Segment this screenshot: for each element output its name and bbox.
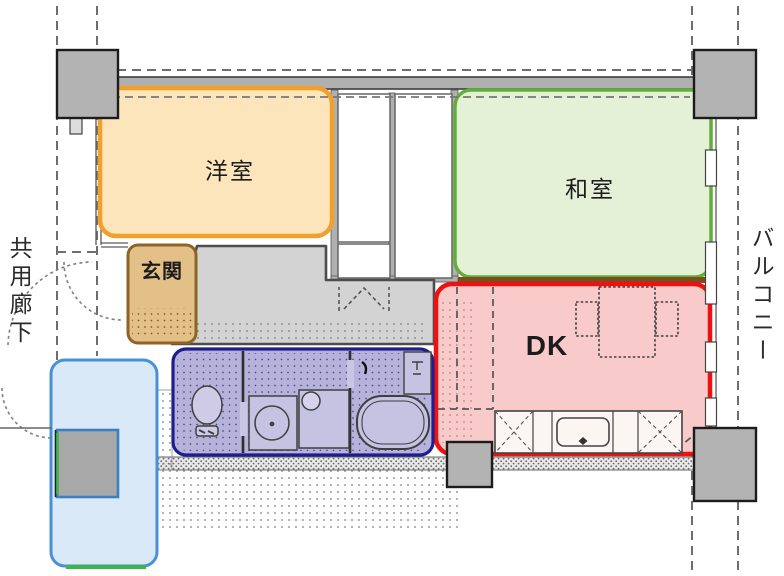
door-gap bbox=[240, 402, 247, 436]
pillar-stub bbox=[69, 117, 83, 135]
pillar bbox=[692, 426, 758, 503]
range-unit-icon bbox=[494, 410, 683, 454]
kitchen-counter bbox=[494, 410, 683, 454]
western-room-area bbox=[97, 85, 335, 239]
window-sash bbox=[704, 341, 718, 373]
elevator-shaft bbox=[54, 428, 120, 499]
chair-icon bbox=[655, 301, 679, 337]
kitchen-sink-icon bbox=[556, 417, 610, 447]
door-swing-arc-icon bbox=[1, 387, 53, 439]
chair-icon bbox=[575, 301, 599, 337]
washer-pan-icon bbox=[298, 389, 350, 449]
pillar bbox=[445, 440, 494, 489]
dining-table-icon bbox=[575, 286, 679, 358]
window-sash bbox=[704, 149, 718, 187]
entrance-area bbox=[126, 243, 198, 345]
ground-stipple bbox=[155, 470, 458, 533]
folding-door-icon bbox=[338, 286, 390, 311]
window-sash bbox=[704, 397, 718, 427]
pillars bbox=[55, 48, 758, 503]
window-sash bbox=[704, 241, 718, 305]
closets bbox=[337, 93, 453, 279]
washbasin-icon bbox=[248, 395, 298, 451]
dining-kitchen-area bbox=[433, 281, 713, 457]
elevator-hall bbox=[49, 358, 159, 569]
door-gap bbox=[347, 360, 354, 388]
door-swing-arc-icon bbox=[7, 261, 93, 346]
vanity-icon bbox=[403, 351, 432, 395]
balcony-label: バルコニー bbox=[748, 226, 775, 366]
pillar bbox=[55, 48, 120, 120]
closet-left bbox=[337, 93, 391, 243]
bathroom-block bbox=[171, 347, 435, 457]
tatami-edge bbox=[458, 277, 708, 283]
toilet-icon bbox=[191, 385, 223, 437]
japanese-room-area bbox=[453, 88, 713, 279]
bath-door-mark bbox=[361, 361, 368, 375]
closet-left-lower bbox=[337, 243, 391, 279]
door-swing-arc-icon bbox=[63, 261, 123, 321]
wall-stipple-column bbox=[156, 389, 173, 471]
common-corridor-label: 共用廊下 bbox=[6, 236, 33, 348]
window-sashes bbox=[704, 149, 718, 427]
bathtub-icon bbox=[356, 395, 430, 450]
pillar bbox=[692, 48, 758, 120]
door-swing-arcs bbox=[1, 261, 123, 439]
closet-right bbox=[394, 93, 453, 279]
hatch-band bbox=[154, 456, 696, 471]
